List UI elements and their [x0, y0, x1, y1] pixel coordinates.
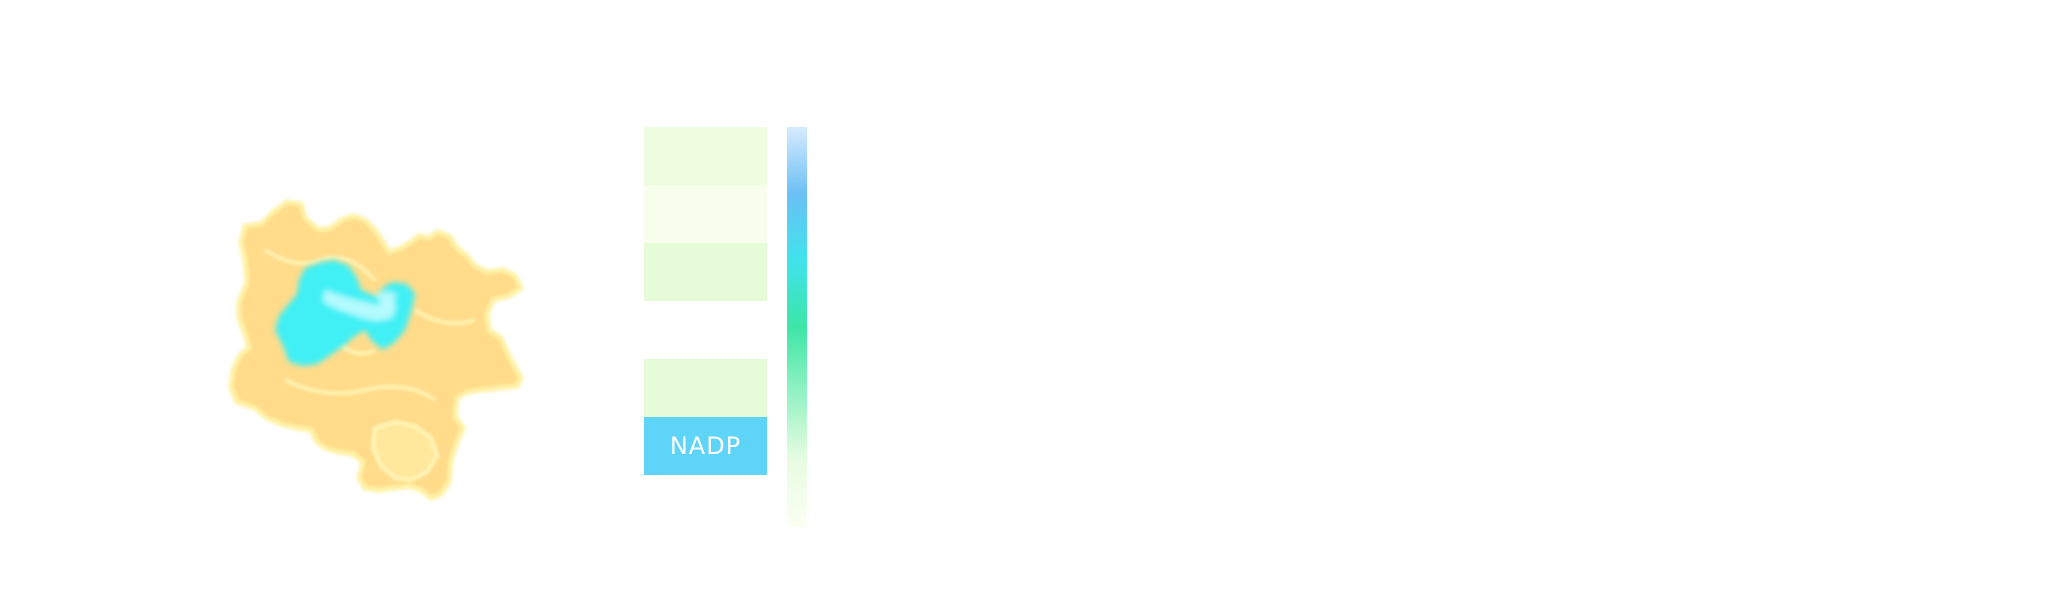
legend: NADP	[644, 127, 767, 475]
binding-pocket	[275, 260, 415, 366]
binding-pocket-highlight	[323, 290, 396, 321]
color-gradient-bar	[787, 127, 807, 527]
legend-entry-nadp: NADP	[644, 417, 767, 475]
legend-entry-2	[644, 185, 767, 243]
legend-entry-nadp-label: NADP	[669, 432, 742, 460]
legend-entry-5	[644, 359, 767, 417]
protein-surface-lobe	[370, 419, 440, 483]
legend-entry-1	[644, 127, 767, 185]
protein-surface-ridge	[263, 248, 476, 402]
protein-surface-rendering	[228, 199, 525, 501]
legend-entry-3	[644, 243, 767, 301]
binding-pocket-highlight-2	[375, 292, 397, 306]
legend-entry-4	[644, 301, 767, 359]
